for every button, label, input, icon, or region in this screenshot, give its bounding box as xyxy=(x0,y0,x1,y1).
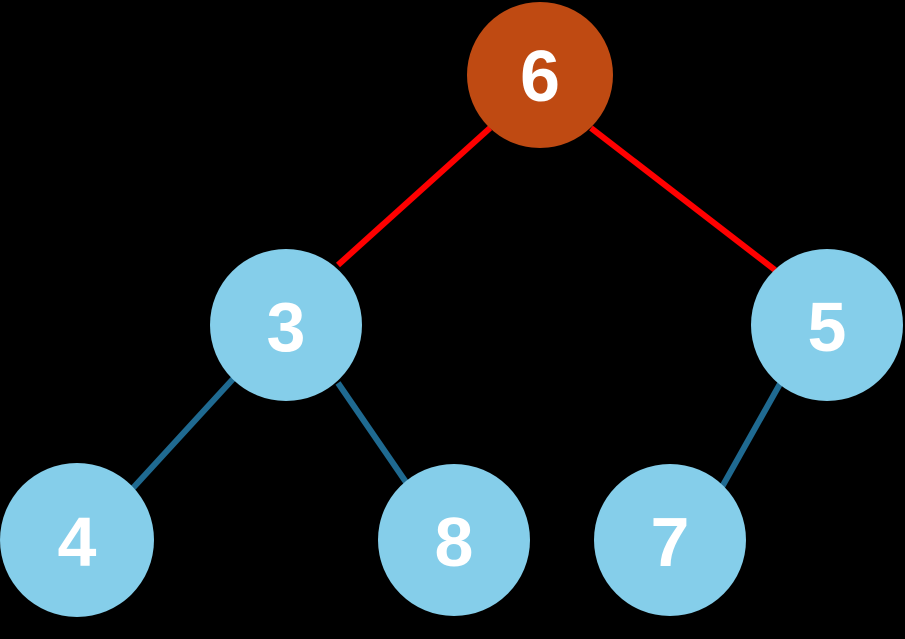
node-circle-8[interactable] xyxy=(378,464,530,616)
node-label-3: 3 xyxy=(267,288,306,366)
tree-edge-5-7 xyxy=(719,380,784,489)
tree-edge-6-5 xyxy=(589,125,777,273)
node-label-8: 8 xyxy=(435,503,474,581)
node-circle-3[interactable] xyxy=(210,249,362,401)
node-label-7: 7 xyxy=(651,503,690,581)
tree-edge-6-3 xyxy=(335,125,493,268)
tree-node-7[interactable]: 7 xyxy=(594,464,746,616)
node-label-4: 4 xyxy=(58,503,97,581)
tree-node-4[interactable]: 4 xyxy=(0,463,154,617)
node-circle-7[interactable] xyxy=(594,464,746,616)
nodes-layer: 6 3 5 4 8 7 xyxy=(0,2,903,617)
tree-node-8[interactable]: 8 xyxy=(378,464,530,616)
tree-edge-3-8 xyxy=(335,381,413,490)
tree-edge-3-4 xyxy=(130,376,236,491)
node-circle-6[interactable] xyxy=(467,2,613,148)
node-circle-5[interactable] xyxy=(751,249,903,401)
node-label-6: 6 xyxy=(520,37,560,117)
tree-node-6[interactable]: 6 xyxy=(467,2,613,148)
node-circle-4[interactable] xyxy=(0,463,154,617)
tree-node-3[interactable]: 3 xyxy=(210,249,362,401)
node-label-5: 5 xyxy=(808,288,847,366)
tree-node-5[interactable]: 5 xyxy=(751,249,903,401)
edges-layer xyxy=(130,125,784,491)
